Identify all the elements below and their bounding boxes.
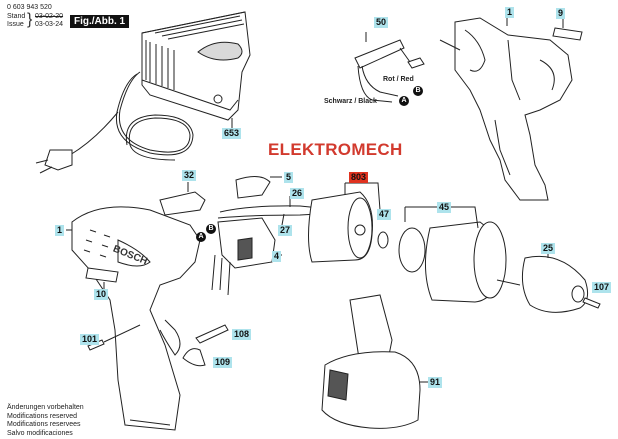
stand-label: Stand <box>7 13 26 20</box>
connector-a-marker: A <box>399 96 409 106</box>
callout-803[interactable]: 803 <box>349 172 369 183</box>
callout-653[interactable]: 653 <box>222 128 242 139</box>
charger-drawing <box>141 11 251 128</box>
motor-drawing <box>308 182 381 263</box>
brace: } <box>27 11 33 28</box>
footer-note-de: Änderungen vorbehalten <box>7 404 84 411</box>
power-cord-drawing <box>35 71 194 174</box>
watermark: ELEKTROMECH <box>268 140 403 159</box>
wire-red-label: Rot / Red <box>383 76 414 83</box>
footer-note-es: Salvo modificaciones <box>7 429 73 437</box>
callout-45[interactable]: 45 <box>437 202 452 213</box>
callout-10[interactable]: 10 <box>94 289 109 300</box>
connector-a-marker-module: A <box>196 232 206 242</box>
callout-47[interactable]: 47 <box>377 209 392 220</box>
footer-notes: Änderungen vorbehalten Modifications res… <box>7 404 84 438</box>
wire-black-label: Schwarz / Black <box>324 98 377 105</box>
figure-label: Fig./Abb. 1 <box>70 15 130 28</box>
callout-27[interactable]: 27 <box>278 225 293 236</box>
callout-25[interactable]: 25 <box>541 243 556 254</box>
gearbox-drawing <box>398 206 507 303</box>
callout-4[interactable]: 4 <box>272 251 282 262</box>
callout-5[interactable]: 5 <box>284 172 294 183</box>
callout-1-left-housing[interactable]: 1 <box>55 225 65 236</box>
part-number: 0 603 943 520 <box>7 4 52 11</box>
connector-b-marker-module: B <box>206 224 216 234</box>
connector-b-marker: B <box>413 86 423 96</box>
callout-26[interactable]: 26 <box>290 188 305 199</box>
issue-date: 03-03-24 <box>35 21 64 28</box>
callout-107[interactable]: 107 <box>592 282 612 293</box>
callout-109[interactable]: 109 <box>213 357 233 368</box>
callout-50[interactable]: 50 <box>374 17 389 28</box>
callout-101[interactable]: 101 <box>80 334 100 345</box>
stand-date: 03-02-20 <box>35 13 64 20</box>
callout-9[interactable]: 9 <box>556 8 566 19</box>
housing-left-drawing <box>66 206 201 431</box>
footer-note-en: Modifications reserved <box>7 412 78 420</box>
footer-note-fr: Modifications reservees <box>7 421 81 428</box>
callout-91[interactable]: 91 <box>428 377 443 388</box>
issue-label: Issue <box>7 21 24 28</box>
battery-pack-drawing <box>321 294 428 429</box>
chuck-drawing <box>496 252 589 313</box>
callout-108[interactable]: 108 <box>232 329 252 340</box>
callout-1-right-housing[interactable]: 1 <box>505 7 515 18</box>
housing-right-drawing <box>439 10 583 201</box>
callout-32[interactable]: 32 <box>182 170 197 181</box>
switch-50-drawing <box>354 32 425 103</box>
